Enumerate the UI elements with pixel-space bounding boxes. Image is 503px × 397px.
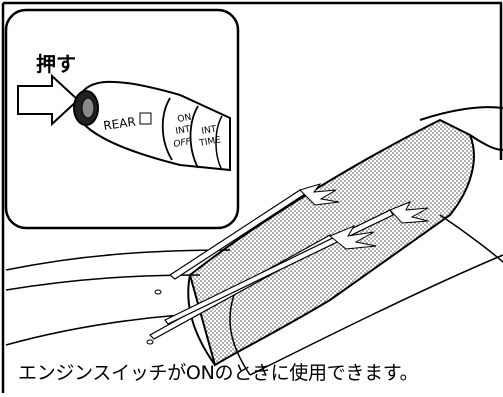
dial-label-off: OFF xyxy=(173,137,193,150)
rear-wiper-icon xyxy=(139,112,152,125)
int-time-label-int: INT xyxy=(201,124,218,137)
rear-window xyxy=(5,106,503,376)
switch-inset: REAR ON INT OFF INT TIME xyxy=(4,8,240,230)
usage-caption: エンジンスイッチがONのときに使用できます。 xyxy=(18,362,419,384)
dial-label-on: ON xyxy=(177,113,192,125)
wiper-stalk xyxy=(79,80,231,172)
push-label: 押す xyxy=(36,52,76,76)
stalk-rear-label: REAR xyxy=(102,115,136,133)
int-time-label-time: TIME xyxy=(198,135,222,149)
push-arrow-icon xyxy=(17,73,80,127)
dial-label-int: INT xyxy=(175,124,192,137)
